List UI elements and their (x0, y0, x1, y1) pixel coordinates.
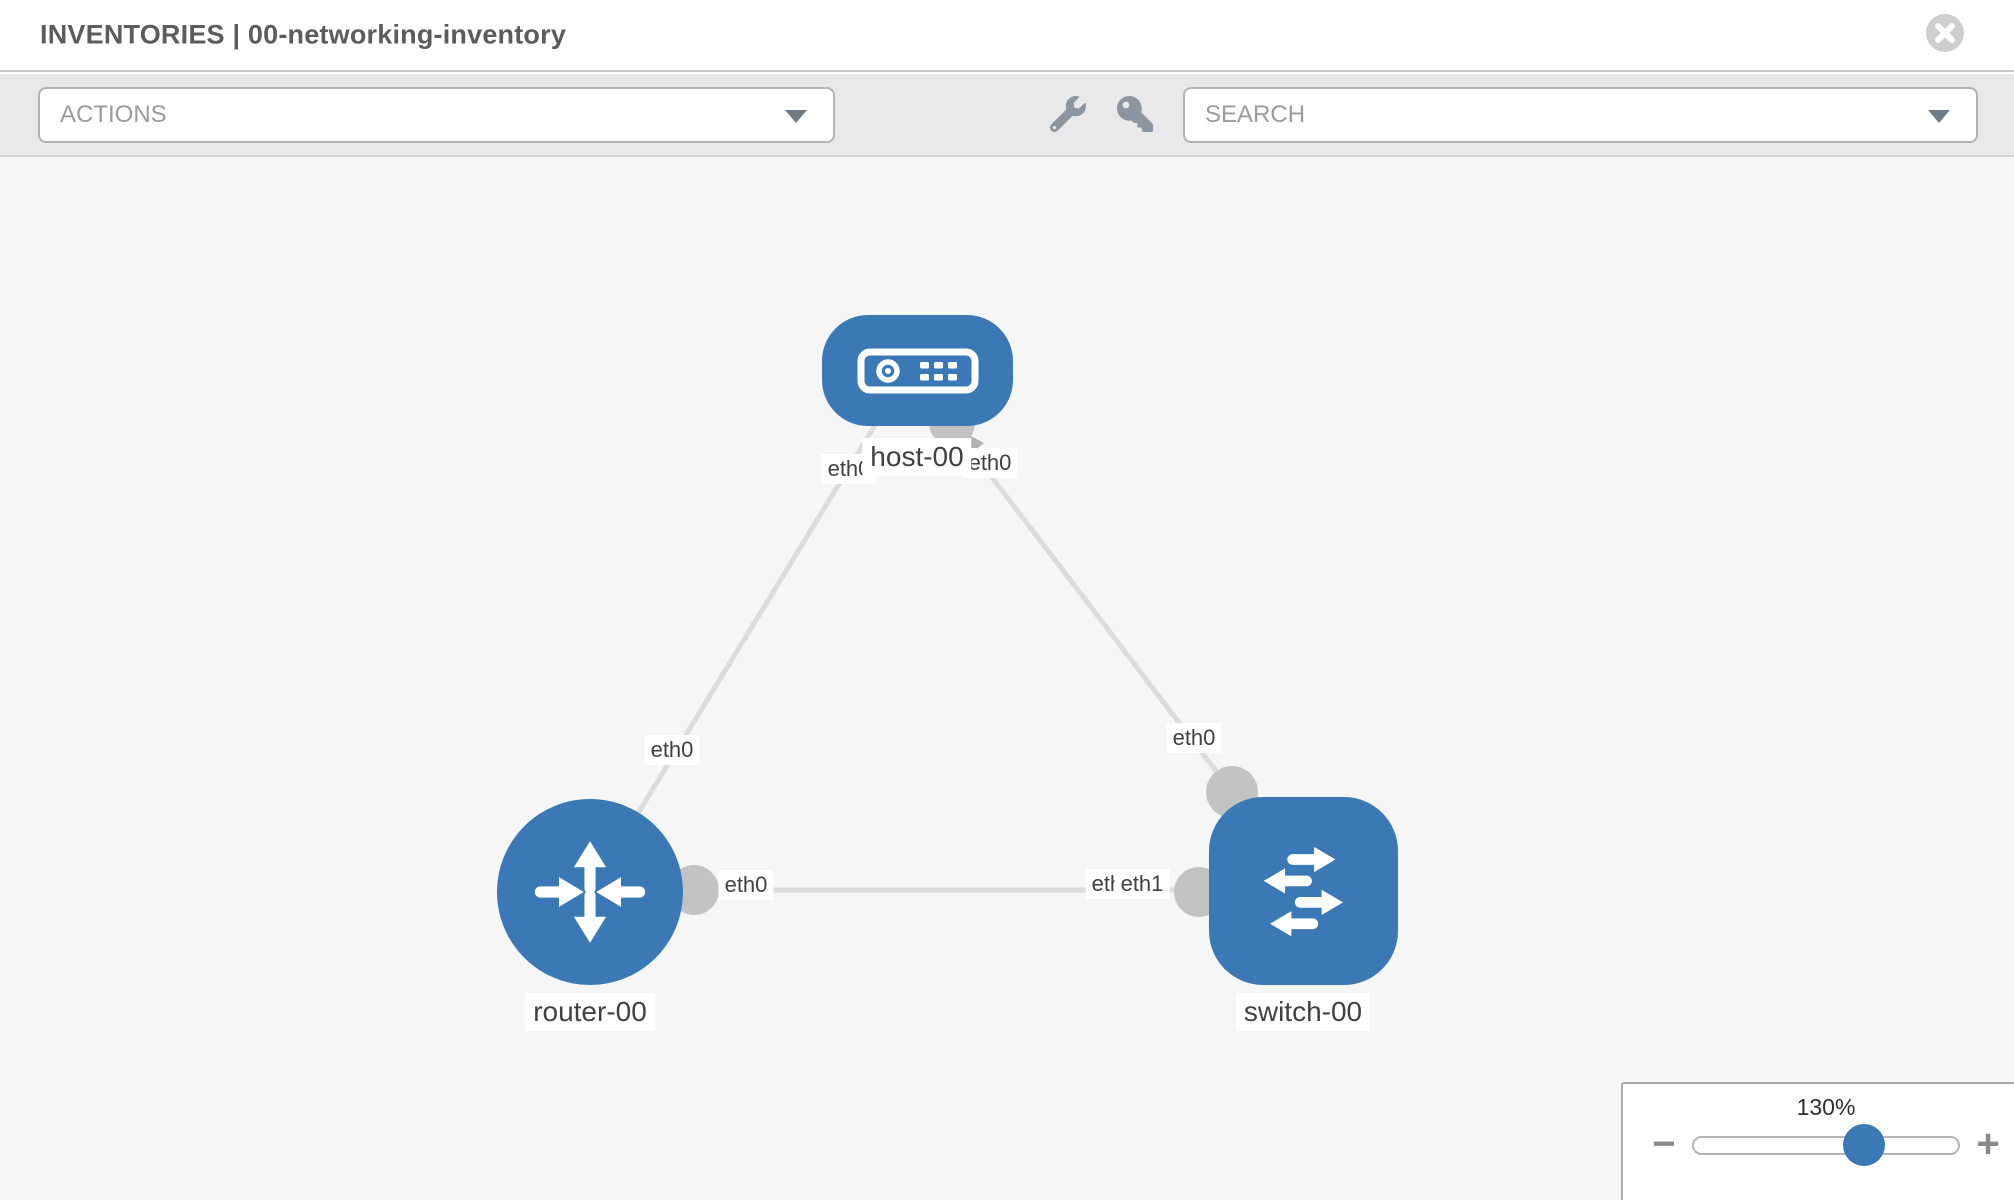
iface-label-router-switch-switch-side-front: eth1 (1114, 869, 1170, 899)
zoom-out-button[interactable]: − (1652, 1122, 1676, 1166)
node-label-router: router-00 (525, 993, 655, 1031)
wrench-icon (1050, 96, 1086, 132)
zoom-slider-track[interactable] (1692, 1136, 1960, 1155)
node-switch-00[interactable] (1209, 797, 1398, 985)
key-button[interactable] (1113, 92, 1157, 136)
switch-arrows-icon (1263, 846, 1343, 937)
actions-dropdown-label: ACTIONS (60, 101, 167, 128)
chevron-down-icon (1928, 110, 1950, 123)
toolbar: ACTIONS SEARCH (0, 74, 2014, 157)
iface-label-host-switch-host-side: eth0 (962, 448, 1018, 478)
zoom-panel: 130% − + (1621, 1082, 2014, 1200)
topology-canvas[interactable]: host-00 router-00 switch-00 eth0 eth0 et… (0, 157, 2014, 1200)
close-icon (1935, 23, 1955, 43)
tools-button[interactable] (1046, 92, 1090, 136)
zoom-in-button[interactable]: + (1976, 1122, 2000, 1166)
iface-label-router-switch-router-side: eth0 (718, 870, 774, 900)
zoom-slider-knob[interactable] (1843, 1124, 1885, 1166)
header: INVENTORIES | 00-networking-inventory (0, 0, 2014, 72)
server-icon (857, 348, 978, 393)
chevron-down-icon (785, 110, 807, 123)
actions-dropdown[interactable]: ACTIONS (38, 87, 835, 143)
iface-label-host-router-router-side: eth0 (644, 735, 700, 765)
key-icon (1117, 96, 1153, 132)
search-dropdown-label: SEARCH (1205, 101, 1306, 128)
page-title: INVENTORIES | 00-networking-inventory (40, 19, 567, 50)
iface-label-host-switch-switch-side: eth0 (1166, 723, 1222, 753)
topology-links-layer (587, 400, 1258, 917)
router-arrows-icon (534, 841, 646, 943)
node-label-host: host-00 (862, 438, 972, 476)
node-router-00[interactable] (497, 799, 683, 985)
close-button[interactable] (1926, 14, 1964, 52)
node-host-00[interactable] (822, 315, 1013, 426)
search-dropdown[interactable]: SEARCH (1183, 87, 1978, 143)
node-label-switch: switch-00 (1235, 993, 1371, 1031)
zoom-level-text: 130% (1796, 1094, 1856, 1120)
